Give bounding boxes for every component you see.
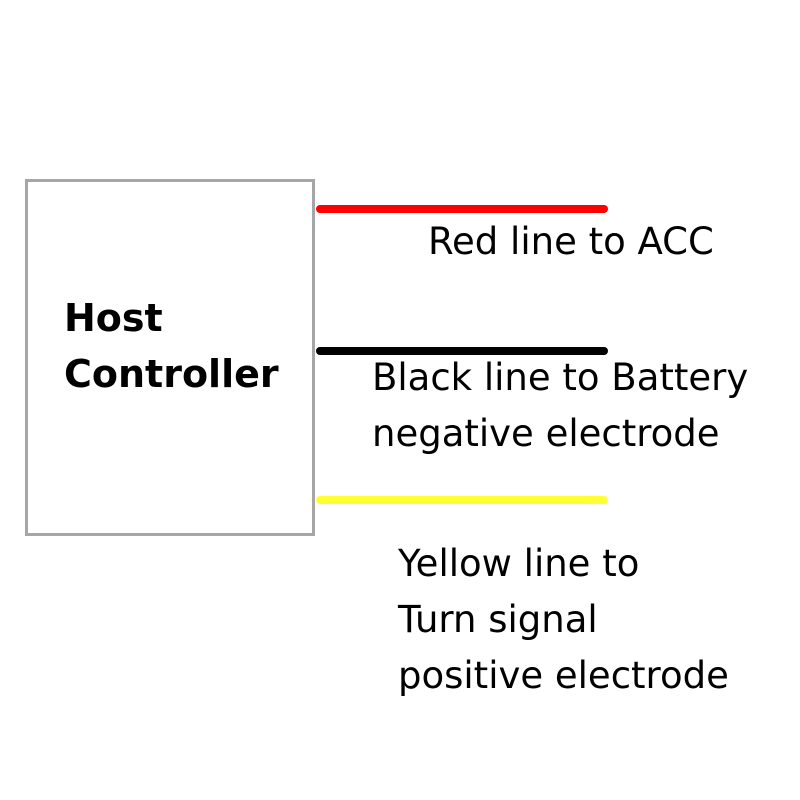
yellow-wire-label: Yellow line to Turn signal positive elec… [398,536,729,704]
red-wire-label: Red line to ACC [428,214,714,270]
black-wire [316,347,608,355]
host-label-line-2: Controller [64,352,279,396]
host-controller-label: Host Controller [64,290,279,402]
yellow-wire-label-line-1: Yellow line to [398,542,640,585]
black-wire-label-line-1: Black line to Battery [372,356,749,399]
host-controller-box: Host Controller [25,179,315,536]
yellow-wire-label-line-2: Turn signal [398,598,598,641]
host-label-line-1: Host [64,296,163,340]
red-wire-label-line-1: Red line to ACC [428,220,714,263]
black-wire-label-line-2: negative electrode [372,412,720,455]
black-wire-label: Black line to Battery negative electrode [372,350,748,462]
yellow-wire-label-line-3: positive electrode [398,654,729,697]
red-wire [316,205,608,213]
yellow-wire [316,496,608,504]
